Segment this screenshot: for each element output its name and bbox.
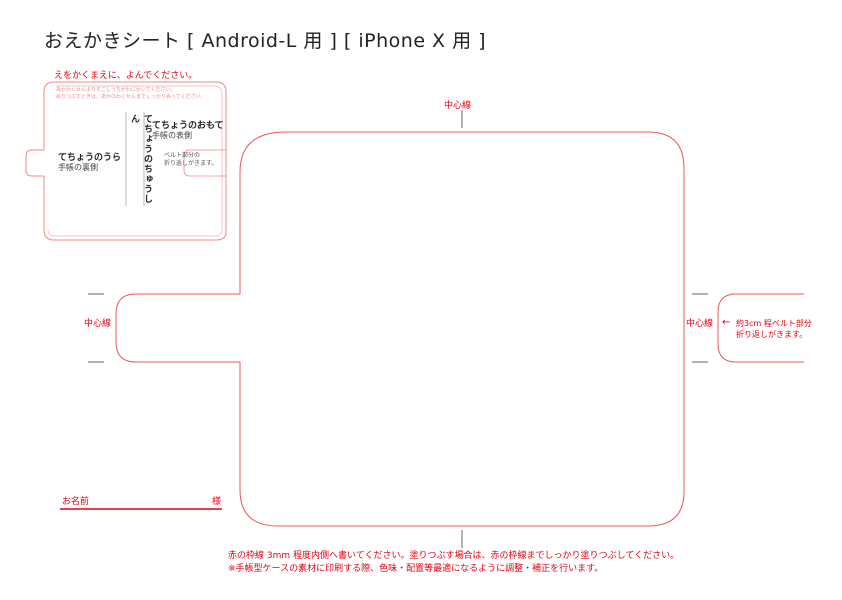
footer-note-2: ※手帳型ケースの素材に印刷する際、色味・配置等最適になるように調整・補正を行いま… xyxy=(228,564,604,574)
mini-belt-note-2: 折り返しがきます。 xyxy=(164,160,218,167)
center-line-right-label: 中心線 xyxy=(686,319,714,329)
mini-diagram-inner-outline xyxy=(47,85,223,237)
footer-note-1: 赤の枠線 3mm 程度内側へ書いてください。塗りつぶす場合は、赤の枠線までしっか… xyxy=(228,551,680,561)
name-label: お名前 xyxy=(62,497,90,507)
mini-front-label: てちょうのおもて xyxy=(152,121,224,131)
name-suffix: 様 xyxy=(212,497,222,507)
main-outline xyxy=(115,131,685,527)
page-title: おえかきシート [ Android-L 用 ] [ iPhone X 用 ] xyxy=(44,30,487,52)
mini-belt-tab xyxy=(183,149,226,177)
belt-note-line-1: 約3cm 程ベルト部分 xyxy=(736,319,812,328)
drawing-area[interactable] xyxy=(250,142,674,516)
mini-back-label: てちょうのうら xyxy=(58,153,122,163)
center-line-left-label: 中心線 xyxy=(84,319,112,329)
mini-belt-note-1: ベルト部分の xyxy=(164,152,201,159)
belt-arrow-icon: ← xyxy=(722,317,731,328)
instructions-heading: えをかくまえに、よんでください。 xyxy=(54,71,198,81)
mini-spine-label: てちょうのちゅうしん xyxy=(129,114,152,204)
center-line-top-label: 中心線 xyxy=(444,101,472,111)
mini-back-sub: 手帳の裏側 xyxy=(58,163,98,172)
mini-diagram-outline xyxy=(25,81,227,241)
name-input-area[interactable] xyxy=(96,492,208,508)
instructions-line-1: あかわくせんよりすこしうちがわにかいてください。 xyxy=(56,87,176,93)
mini-front-sub: 手帳の表側 xyxy=(152,131,192,140)
belt-note-line-2: 折り返しがきます。 xyxy=(736,330,808,339)
belt-flap-outline xyxy=(717,293,804,363)
instructions-line-2: ぬりつぶすときは、あかのわくせんまでしっかりぬってください。 xyxy=(56,94,206,100)
